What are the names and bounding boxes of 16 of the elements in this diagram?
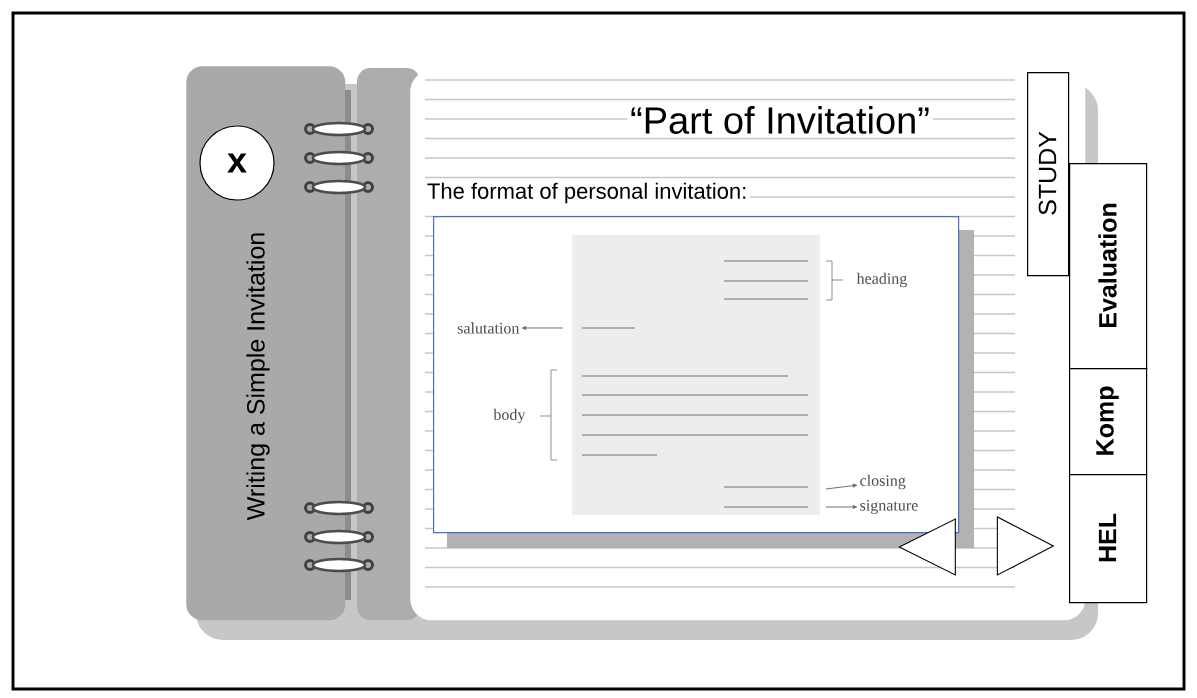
side-tab: Komp [1069,368,1148,476]
callout-label: salutation [457,322,520,334]
node-label: The format of personal invitation: [427,182,746,204]
node-label: “Part of Invitation” [631,106,929,134]
callout-label: body [493,408,526,424]
side-tab: Evaluation [1069,163,1148,370]
callout-label: heading [856,272,907,288]
close-button: x [199,125,275,201]
callout-label: closing [860,474,906,490]
arrow [825,505,858,509]
side-tab: HEL [1069,474,1148,604]
callout-label: signature [860,499,918,514]
arrow [825,483,858,490]
side-tab: STUDY [1027,72,1070,277]
arrow [521,326,564,330]
arrow-button [898,518,956,576]
